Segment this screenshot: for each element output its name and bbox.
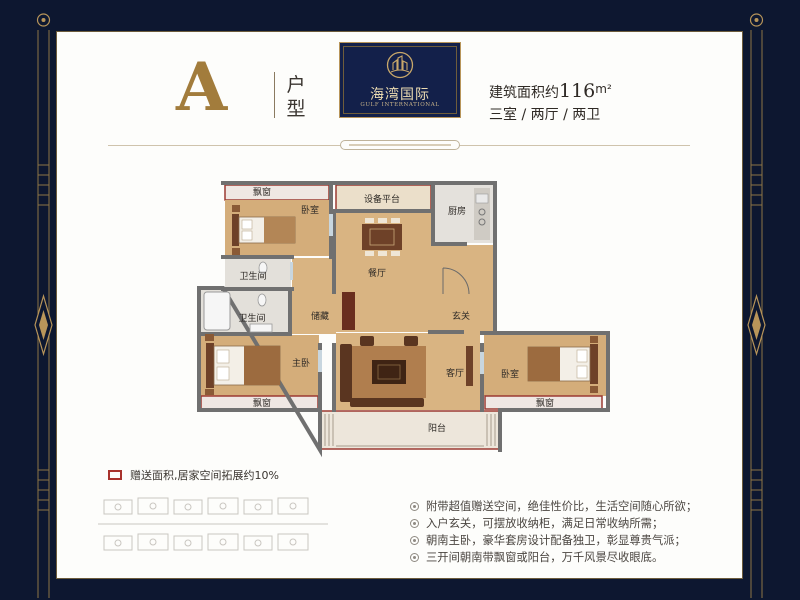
label-foyer: 玄关: [452, 310, 470, 322]
feature-text: 三开间朝南带飘窗或阳台，万千风景尽收眼底。: [426, 551, 664, 564]
storage-cabinet: [342, 292, 355, 330]
feature-item: 附带超值赠送空间，绝佳性价比，生活空间随心所欲；: [408, 498, 728, 515]
layout-summary: 三室 / 两厅 / 两卫: [489, 107, 601, 123]
toilet-lower: [257, 293, 267, 307]
bullet-icon: [410, 519, 419, 528]
site-plan-buildings: [98, 497, 328, 551]
feature-item: 入户玄关，可摆放收纳柜，满足日常收纳所需；: [408, 515, 728, 532]
label-bay-window-north: 飘窗: [253, 186, 271, 198]
label-bay-window-master: 飘窗: [253, 397, 271, 409]
area-value: 116: [559, 80, 596, 102]
bullet-icon: [410, 502, 419, 511]
toilet-upper: [258, 261, 268, 275]
unit-divider: [274, 72, 275, 118]
right-diamond-ornament-icon: [747, 293, 766, 357]
gift-area-legend-swatch: [108, 470, 122, 480]
unit-type-char-2: 型: [286, 98, 306, 120]
left-diamond-ornament-icon: [34, 293, 53, 357]
area-label: 建筑面积约: [489, 85, 559, 101]
label-dining: 餐厅: [368, 267, 386, 279]
area-unit: m²: [595, 82, 612, 96]
brand-name: 海湾国际: [370, 87, 430, 103]
feature-item: 朝南主卧，豪华套房设计配备独卫，彰显尊贵气派；: [408, 532, 728, 549]
kitchen-fixtures: [474, 188, 490, 240]
left-corner-emblem-icon: [36, 13, 51, 27]
balcony-floor: [320, 410, 500, 450]
brand-logo: 海湾国际 GULF INTERNATIONAL: [339, 42, 461, 118]
label-storage: 储藏: [311, 310, 329, 322]
feature-text: 入户玄关，可摆放收纳柜，满足日常收纳所需；: [426, 517, 664, 530]
hallway-floor: [431, 245, 494, 333]
site-plan-thumbnail: [98, 497, 328, 551]
label-bedroom-east: 卧室: [501, 368, 519, 380]
feature-list: 附带超值赠送空间，绝佳性价比，生活空间随心所欲； 入户玄关，可摆放收纳柜，满足日…: [408, 498, 728, 566]
label-bedroom-north: 卧室: [301, 204, 319, 216]
bed-east: [527, 336, 598, 393]
bathtub: [203, 291, 231, 331]
unit-type-char-1: 户: [286, 74, 306, 96]
label-equipment-platform: 设备平台: [364, 193, 400, 205]
floor-plan: 飘窗 卧室 设备平台 厨房 卫生间 餐厅 卫生间 储藏 玄关 主卧 客厅 卧室 …: [197, 181, 610, 458]
windows: [290, 214, 484, 374]
label-bay-window-east: 飘窗: [536, 397, 554, 409]
sink: [249, 323, 273, 333]
living-room-sofa-set: [340, 336, 473, 407]
bathroom-upper-floor: [225, 258, 291, 288]
label-balcony: 阳台: [428, 422, 446, 434]
unit-letter: A: [176, 48, 228, 126]
gift-area-legend-text: 赠送面积,居家空间拓展约10%: [130, 469, 279, 482]
label-master-bedroom: 主卧: [292, 357, 310, 369]
feature-text: 朝南主卧，豪华套房设计配备独卫，彰显尊贵气派；: [426, 534, 686, 547]
label-kitchen: 厨房: [448, 205, 466, 217]
balcony-balusters: [324, 414, 496, 447]
brand-english-name: GULF INTERNATIONAL: [360, 102, 440, 108]
walls: [197, 181, 610, 458]
feature-text: 附带超值赠送空间，绝佳性价比，生活空间随心所欲；: [426, 500, 698, 513]
room-labels: 飘窗 卧室 设备平台 厨房 卫生间 餐厅 卫生间 储藏 玄关 主卧 客厅 卧室 …: [238, 186, 554, 434]
label-bathroom-lower: 卫生间: [238, 312, 265, 324]
right-corner-emblem-icon: [749, 13, 764, 27]
logo-emblem-icon: [386, 51, 414, 79]
building-area: 建筑面积约116m²: [489, 80, 612, 102]
bed-north: [232, 205, 296, 255]
feature-item: 三开间朝南带飘窗或阳台，万千风景尽收眼底。: [408, 549, 728, 566]
corridor-floor: [292, 258, 336, 334]
label-living-room: 客厅: [446, 367, 464, 379]
bay-window-north: [224, 184, 330, 201]
logo-inner-border: [343, 46, 457, 114]
bathroom-fixtures: [203, 261, 273, 333]
bed-master: [205, 334, 281, 395]
dining-set: [362, 218, 402, 256]
bullet-icon: [410, 536, 419, 545]
entrance-door: [442, 267, 470, 295]
bullet-icon: [410, 553, 419, 562]
divider-ornament: [340, 140, 460, 150]
label-bathroom-upper: 卫生间: [239, 270, 266, 282]
